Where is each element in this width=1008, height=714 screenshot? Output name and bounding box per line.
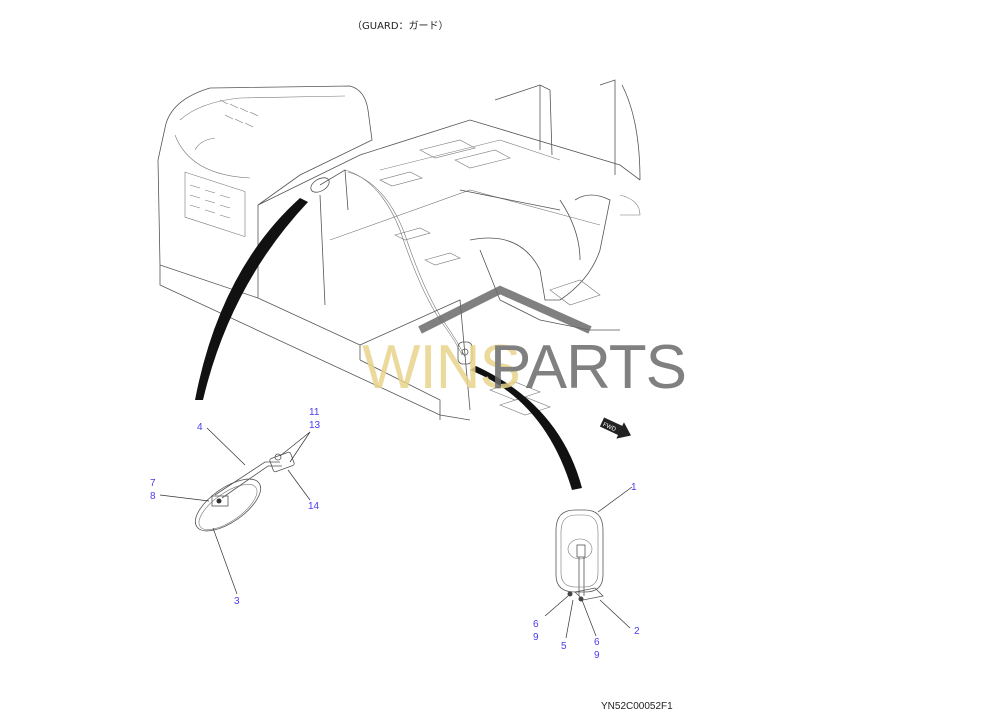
right-leader-lines	[544, 486, 633, 639]
diagram-title: （GUARD：ガード）	[352, 20, 449, 32]
callout-8: 8	[150, 491, 156, 502]
detail-arrow-right	[470, 366, 582, 490]
callout-5: 5	[561, 641, 567, 652]
svg-text:WINS: WINS	[362, 333, 520, 402]
callout-6b: 6	[594, 637, 600, 648]
callout-2: 2	[634, 626, 640, 637]
fwd-arrow: FWD	[599, 417, 632, 439]
figure-code: YN52C00052F1	[601, 701, 673, 712]
callout-9b: 9	[594, 650, 600, 661]
rectangular-mirror-assembly	[555, 509, 604, 602]
callout-14: 14	[308, 501, 320, 512]
callout-3: 3	[234, 596, 240, 607]
callout-13: 13	[309, 420, 321, 431]
round-mirror-assembly	[194, 451, 295, 532]
callout-6a: 6	[533, 619, 539, 630]
callout-1: 1	[631, 482, 637, 493]
svg-text:FWD: FWD	[602, 422, 618, 433]
callout-9a: 9	[533, 632, 539, 643]
callout-7: 7	[150, 478, 156, 489]
callout-4: 4	[197, 422, 203, 433]
detail-arrow-left	[195, 198, 308, 400]
svg-text:PARTS: PARTS	[490, 333, 686, 402]
left-leader-lines	[159, 427, 311, 595]
callout-11: 11	[309, 407, 320, 418]
watermark-logo: WINS PARTS	[362, 285, 687, 402]
machine-body-drawing	[157, 79, 641, 421]
